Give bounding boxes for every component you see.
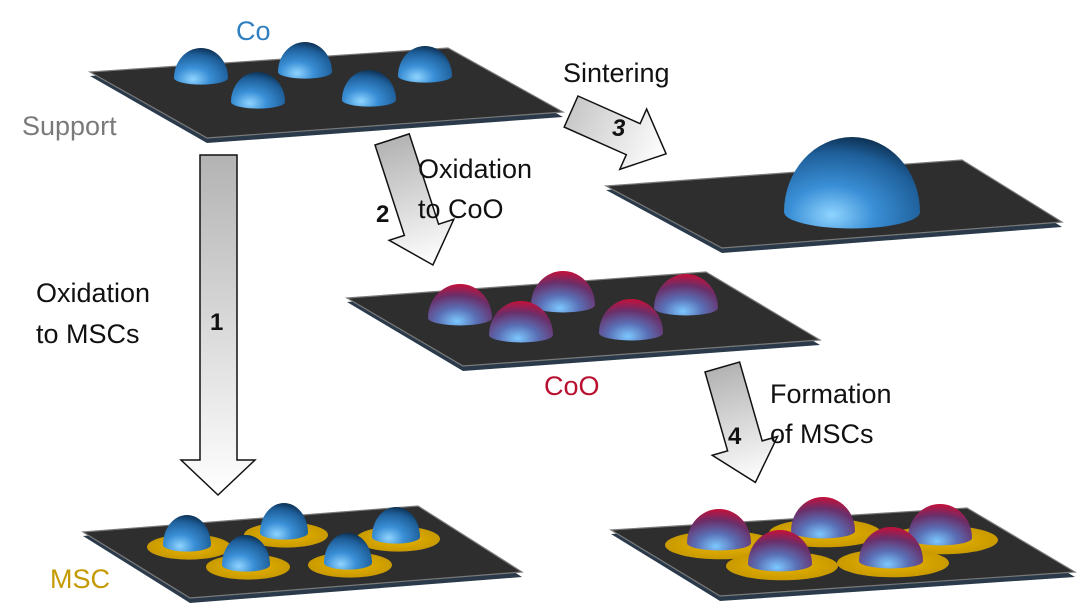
coo-particle — [665, 509, 777, 560]
panel-msc-from-coo — [609, 497, 1077, 601]
co-label: Co — [236, 16, 271, 46]
particle-dome — [599, 299, 663, 341]
particle-dome — [324, 533, 372, 570]
co-particle — [784, 137, 920, 229]
coo-label: CoO — [544, 371, 600, 401]
co-particle — [398, 46, 452, 83]
co-particle — [342, 70, 396, 107]
pathway-2-arrow — [374, 132, 456, 267]
co-particle — [356, 507, 440, 552]
particle-dome — [278, 42, 332, 79]
particle-dome — [428, 284, 492, 326]
coo-particle — [726, 530, 838, 581]
particle-dome — [222, 535, 270, 572]
panel-sintered — [603, 137, 1064, 253]
particle-dome — [531, 271, 595, 313]
coo-particle — [837, 527, 949, 578]
coo-particle — [599, 299, 663, 341]
particle-dome — [372, 507, 420, 544]
particle-dome — [748, 530, 812, 572]
coo-particle — [531, 271, 595, 313]
co-particle — [244, 503, 328, 548]
pathway-4-step: 4 — [728, 423, 742, 450]
pathway-3-step: 3 — [612, 115, 626, 142]
panels — [81, 42, 1077, 603]
coo-particle — [654, 274, 718, 316]
particle-dome — [163, 515, 211, 552]
pathway-1-label-line1: Oxidation — [36, 278, 150, 308]
particle-dome — [687, 509, 751, 551]
pathway-1-label-line2: to MSCs — [36, 319, 140, 349]
msc-label: MSC — [50, 564, 110, 594]
particle-dome — [654, 274, 718, 316]
coo-particle — [489, 301, 553, 343]
co-particle — [231, 72, 285, 109]
particle-dome — [791, 497, 855, 539]
particle-dome — [908, 504, 972, 546]
coo-particle — [428, 284, 492, 326]
pathway-3-arrow — [563, 95, 668, 171]
pathway-3-label: Sintering — [563, 58, 670, 88]
co-particle — [308, 533, 392, 578]
pathway-2-label-line1: Oxidation — [418, 154, 532, 184]
particle-dome — [174, 48, 228, 85]
panel-oxidized — [345, 271, 822, 371]
particle-dome — [859, 527, 923, 569]
panel-msc-direct — [81, 503, 524, 603]
support-label: Support — [22, 111, 117, 141]
particle-dome — [231, 72, 285, 109]
pathway-4-arrow — [704, 361, 779, 484]
particle-dome — [489, 301, 553, 343]
co-particle — [206, 535, 290, 580]
particle-dome — [342, 70, 396, 107]
pathway-4-label-line2: of MSCs — [770, 419, 874, 449]
pathway-2-label-line2: to CoO — [418, 194, 504, 224]
co-particle — [147, 515, 231, 560]
particle-dome — [398, 46, 452, 83]
particle-dome — [260, 503, 308, 540]
panel-initial — [87, 42, 566, 143]
pathway-1-arrow: 1 — [179, 154, 257, 497]
pathway-2-step: 2 — [376, 201, 389, 228]
co-particle — [174, 48, 228, 85]
pathway-4-label-line1: Formation — [770, 379, 892, 409]
pathway-1-step: 1 — [210, 309, 223, 336]
particle-dome — [784, 137, 920, 229]
co-particle — [278, 42, 332, 79]
